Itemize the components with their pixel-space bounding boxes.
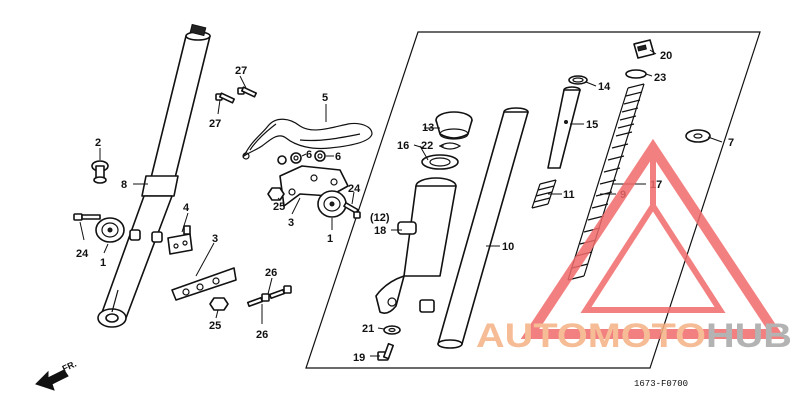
- part-25-nut-upper: [267, 187, 285, 201]
- watermark-text-primary: AUTOMOTO: [476, 317, 706, 355]
- callout-3-lower: 3: [212, 233, 218, 245]
- callout-6-right: 6: [335, 151, 341, 163]
- part-6-grommets: [277, 150, 326, 165]
- callout-26-upper: 26: [265, 267, 277, 279]
- part-1-reflector-left: [95, 217, 125, 243]
- front-arrow-icon: [35, 369, 69, 391]
- part-20-cap-bolt: [633, 39, 655, 59]
- part-27-bolts: [215, 86, 257, 104]
- callout-6-left: 6: [306, 149, 312, 161]
- front-direction-indicator: FR.: [35, 359, 78, 391]
- part-19-bolt: [377, 342, 395, 361]
- callout-16: 16: [397, 140, 409, 152]
- part-9-fork-spring: [567, 83, 645, 281]
- callout-2: 2: [95, 137, 101, 149]
- callout-23: 23: [654, 72, 666, 84]
- drawing-code: 1673-F0700: [634, 379, 688, 389]
- callout-11: 11: [563, 189, 575, 201]
- callout-15: 15: [586, 119, 598, 131]
- part-2-cap-bolt: [91, 160, 109, 184]
- fork-tube-assembled: [97, 23, 211, 328]
- part-18-slider: [375, 177, 457, 314]
- part-13-dust-seal: [435, 111, 473, 140]
- callout-19: 19: [353, 352, 365, 364]
- callout-25-lower: 25: [209, 320, 221, 332]
- part-7-nut: [685, 129, 711, 143]
- callout-26-lower: 26: [256, 329, 268, 341]
- callouts: 1 1 2 3 3 4 5 6 6 7 8 9 10 11 (12) 13 14…: [76, 50, 734, 364]
- part-23-o-ring: [625, 69, 647, 79]
- part-16-oil-seal: [421, 154, 459, 170]
- front-label: FR.: [61, 359, 78, 374]
- callout-20: 20: [660, 50, 672, 62]
- callout-24-left: 24: [76, 248, 89, 260]
- callout-24-right: 24: [348, 183, 361, 195]
- callout-12: (12): [370, 212, 390, 224]
- part-26-bolts: [246, 285, 292, 308]
- callout-8: 8: [121, 179, 127, 191]
- leader-lines: [79, 49, 723, 357]
- part-3-bracket-lower: [171, 267, 237, 301]
- part-21-washer: [383, 325, 401, 335]
- part-15-piston-rod: [547, 86, 581, 169]
- part-22-clip: [439, 142, 462, 150]
- callout-13: 13: [422, 122, 434, 134]
- callout-7: 7: [728, 137, 734, 149]
- callout-4: 4: [183, 202, 190, 214]
- callout-14: 14: [598, 81, 611, 93]
- part-1-reflector-right: [317, 190, 347, 218]
- callout-27-lower: 27: [209, 118, 221, 130]
- part-25-nut-lower: [209, 297, 229, 311]
- callout-10: 10: [502, 241, 514, 253]
- callout-22: 22: [421, 140, 433, 152]
- part-5-wire: [242, 118, 373, 160]
- callout-21: 21: [362, 323, 374, 335]
- callout-1-left: 1: [100, 257, 106, 269]
- part-10-fork-pipe: [437, 107, 529, 349]
- callout-25-upper: 25: [273, 201, 285, 213]
- part-3-bracket-upper: [279, 165, 349, 207]
- callout-3-upper: 3: [288, 217, 294, 229]
- callout-5: 5: [322, 92, 328, 104]
- section-frame: [305, 31, 761, 369]
- part-4-bracket: [167, 225, 193, 255]
- callout-18: 18: [374, 225, 386, 237]
- part-11-rebound-spring: [531, 179, 557, 209]
- watermark-triangle-icon: [520, 138, 786, 339]
- watermark-text-secondary: HUB: [706, 317, 792, 355]
- callout-27-upper: 27: [235, 65, 247, 77]
- callout-1-right: 1: [327, 233, 333, 245]
- part-14-ring: [568, 75, 588, 85]
- part-24-bolt-left: [73, 213, 101, 221]
- part-24-bolt-right: [343, 201, 361, 219]
